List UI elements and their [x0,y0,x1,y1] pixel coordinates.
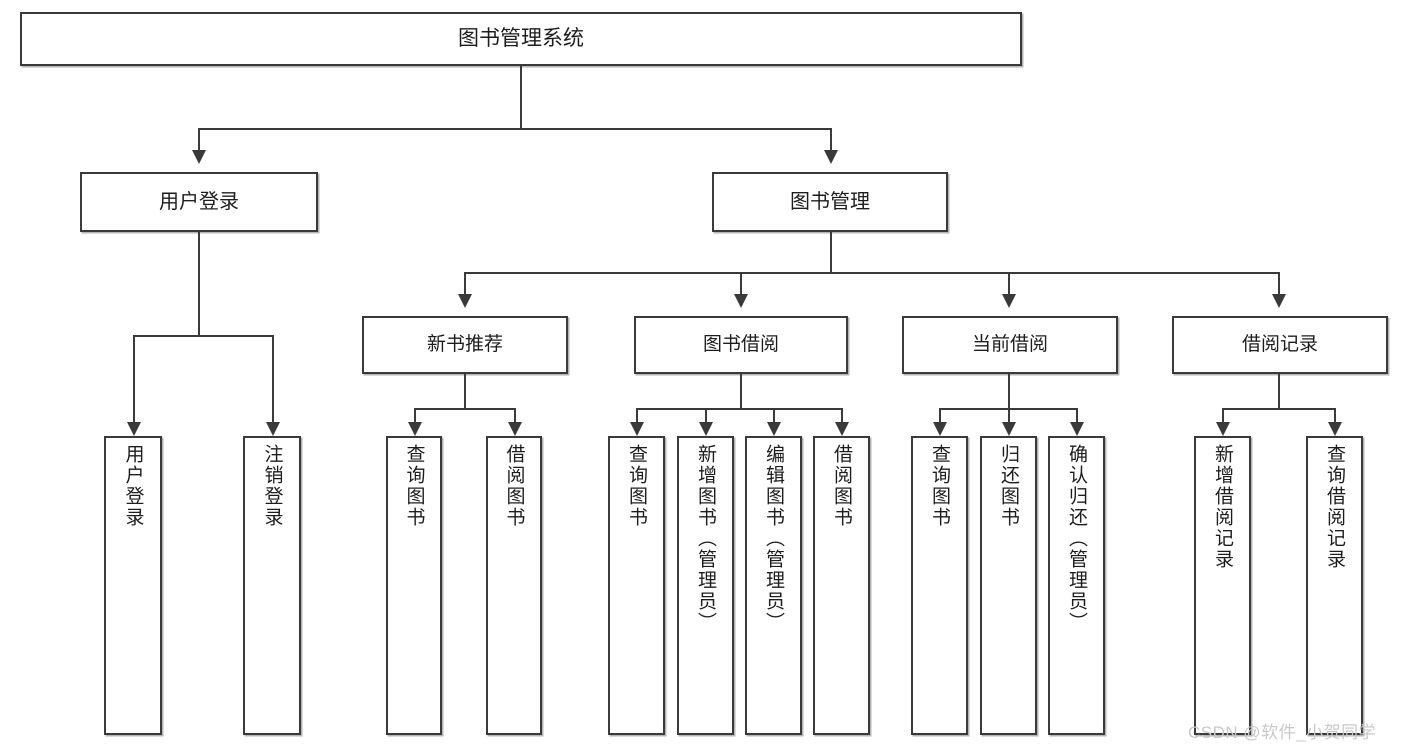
arrow-leaf-add-record [1216,422,1230,436]
node-label: 查询图书 [626,444,647,528]
node-label: 注销登录 [261,444,283,528]
arrow-new-book-recommend [458,294,472,308]
edge-book-borrow-bus [636,408,842,410]
node-leaf-query-book-current[interactable]: 查询图书 [911,436,968,735]
edge-book-borrow-drop-4 [841,408,843,422]
edge-borrow-record-bus [1222,408,1336,410]
arrow-leaf-add-book [699,422,713,436]
node-leaf-edit-book[interactable]: 编辑图书（管理员） [745,436,802,735]
edge-current-borrow-drop-1 [939,408,941,422]
edge-root-stem [520,66,522,128]
edge-new-book-drop-2 [514,408,516,422]
node-leaf-query-borrow-record[interactable]: 查询借阅记录 [1306,436,1363,735]
arrow-book-borrow [734,294,748,308]
csdn-watermark: CSDN @软件_小贺同学 [1188,723,1377,742]
arrow-leaf-borrow-book-2 [835,422,849,436]
edge-borrow-record-drop-2 [1334,408,1336,422]
arrow-leaf-query-record [1328,422,1342,436]
edge-to-book-borrow [740,272,742,294]
arrow-borrow-record [1272,294,1286,308]
arrow-current-borrow [1002,294,1016,308]
arrow-leaf-confirm-return [1070,422,1084,436]
node-leaf-add-book[interactable]: 新增图书（管理员） [677,436,734,735]
edge-new-book-stem [464,374,466,408]
node-label: 图书管理系统 [458,26,584,50]
node-label: 新增借阅记录 [1212,444,1233,570]
arrow-leaf-query-book-1 [408,422,422,436]
edge-book-borrow-drop-1 [636,408,638,422]
edge-to-book-manage [830,128,832,150]
node-book-management[interactable]: 图书管理 [712,172,948,232]
node-label: 借阅记录 [1241,334,1318,356]
arrow-leaf-query-book-2 [630,422,644,436]
edge-new-book-drop-1 [414,408,416,422]
node-label: 用户登录 [159,190,239,213]
edge-level1-bus [198,128,832,130]
node-label: 新书推荐 [426,334,503,356]
edge-current-borrow-stem [1008,374,1010,408]
arrow-leaf-query-book-3 [933,422,947,436]
node-leaf-confirm-return[interactable]: 确认归还（管理员） [1048,436,1105,735]
arrow-book-manage [824,150,838,164]
edge-current-borrow-drop-2 [1008,408,1010,422]
node-book-borrow[interactable]: 图书借阅 [634,316,848,374]
node-label: 借阅图书 [503,444,525,528]
node-current-borrow[interactable]: 当前借阅 [902,316,1118,374]
edge-user-login-stem [198,232,200,335]
node-label: 确认归还（管理员） [1066,444,1087,633]
node-borrow-record[interactable]: 借阅记录 [1172,316,1388,374]
edge-book-manage-stem [830,232,832,272]
node-label: 借阅图书 [831,444,852,528]
node-leaf-return-book[interactable]: 归还图书 [980,436,1037,735]
node-label: 归还图书 [998,444,1019,528]
node-user-login[interactable]: 用户登录 [80,172,318,232]
node-leaf-borrow-book-recommend[interactable]: 借阅图书 [486,436,542,735]
node-leaf-borrow-book[interactable]: 借阅图书 [813,436,870,735]
edge-book-borrow-drop-2 [705,408,707,422]
edge-new-book-bus [414,408,516,410]
edge-user-login-bus [133,335,274,337]
node-leaf-query-book-recommend[interactable]: 查询图书 [386,436,442,735]
node-label: 查询借阅记录 [1324,444,1345,570]
node-label: 图书借阅 [702,334,779,356]
edge-borrow-record-drop-1 [1222,408,1224,422]
node-label: 编辑图书（管理员） [763,444,784,633]
arrow-leaf-user-login [127,422,141,436]
node-label: 当前借阅 [971,334,1048,356]
node-label: 查询图书 [403,444,425,528]
arrow-leaf-return-book [1002,422,1016,436]
node-new-book-recommend[interactable]: 新书推荐 [362,316,568,374]
node-leaf-query-book-borrow[interactable]: 查询图书 [608,436,665,735]
node-leaf-logout[interactable]: 注销登录 [243,436,301,735]
edge-borrow-record-stem [1278,374,1280,408]
edge-book-borrow-stem [740,374,742,408]
node-label: 新增图书（管理员） [695,444,716,633]
arrow-leaf-logout [266,422,280,436]
edge-user-login-drop-2 [272,335,274,422]
edge-to-user-login [198,128,200,150]
edge-to-new-book-recommend [464,272,466,294]
arrow-leaf-borrow-book-1 [508,422,522,436]
node-label: 图书管理 [790,190,870,213]
arrow-leaf-edit-book [767,422,781,436]
edge-book-borrow-drop-3 [773,408,775,422]
edge-level2-bus [464,272,1280,274]
node-label: 查询图书 [929,444,950,528]
arrow-user-login [192,150,206,164]
edge-to-borrow-record [1278,272,1280,294]
edge-to-current-borrow [1008,272,1010,294]
node-leaf-user-login[interactable]: 用户登录 [104,436,162,735]
node-label: 用户登录 [122,444,144,528]
node-book-management-system[interactable]: 图书管理系统 [20,12,1022,66]
edge-current-borrow-drop-3 [1076,408,1078,422]
node-leaf-add-borrow-record[interactable]: 新增借阅记录 [1194,436,1251,735]
edge-user-login-drop-1 [133,335,135,422]
